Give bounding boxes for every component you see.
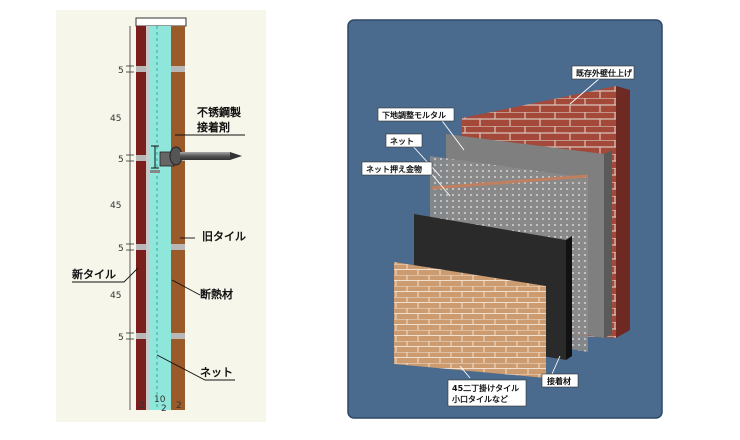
dim-bottom-2c: 2 [176,401,182,411]
label-tile-line-2: 小口タイルなど [451,394,508,404]
section-diagram: 5 45 5 45 5 45 5 2 10 2 2 不锈鋼製 接着剤 旧タイル … [72,17,246,414]
dim-5-d: 5 [118,333,124,343]
layer-leaders [409,77,601,379]
dim-45-a: 45 [110,114,121,124]
label-new-tile: 新タイル [72,267,116,281]
label-tile-line-1: 45二丁掛けタイル [452,383,519,393]
dim-45-b: 45 [110,201,121,211]
new-tile-layer [136,26,146,410]
label-insulation: 断熱材 [200,287,233,301]
label-anchor-1: 不锈鋼製 [197,105,242,119]
dim-bottom-10: 10 [154,395,166,405]
wall-top-cap [135,17,187,27]
net-fixture-rod [431,174,589,190]
tile-panel [394,262,546,378]
layer-diagram: 既存外壁仕上げ 下地調整モルタル ネット ネット押え金物 45二丁掛けタイル 小… [347,19,663,419]
anchor-bolt [150,145,242,173]
label-old-tile: 旧タイル [202,230,246,243]
label-tile: 45二丁掛けタイル 小口タイルなど [447,379,527,407]
label-net: ネット [200,366,233,379]
label-base-mortar: 下地調整モルタル [377,107,455,122]
net-mortar-layer [149,26,171,410]
label-adhesive: 接着材 [541,373,579,388]
leader-lines [72,134,245,381]
dim-45-c: 45 [110,291,121,301]
dim-5-c: 5 [118,244,124,254]
dim-bottom-2a: 2 [139,401,145,411]
dim-bottom-2b: 2 [161,404,167,414]
left-dimension-line [126,26,134,410]
label-existing-finish: 既存外壁仕上げ [571,65,635,80]
dim-5-a: 5 [118,66,124,76]
svg-text:ネット押え金物: ネット押え金物 [366,164,422,174]
label-anchor-2: 接着剤 [197,120,230,134]
svg-text:接着材: 接着材 [547,376,571,386]
svg-text:下地調整モルタル: 下地調整モルタル [382,110,446,120]
adhesive-layer [146,26,149,410]
label-net-right: ネット [385,133,423,148]
label-net-fixture: ネット押え金物 [361,161,433,176]
dim-5-b: 5 [118,155,124,165]
old-tile-layer [171,26,185,410]
svg-text:既存外壁仕上げ: 既存外壁仕上げ [576,68,633,78]
svg-text:ネット: ネット [390,136,414,146]
